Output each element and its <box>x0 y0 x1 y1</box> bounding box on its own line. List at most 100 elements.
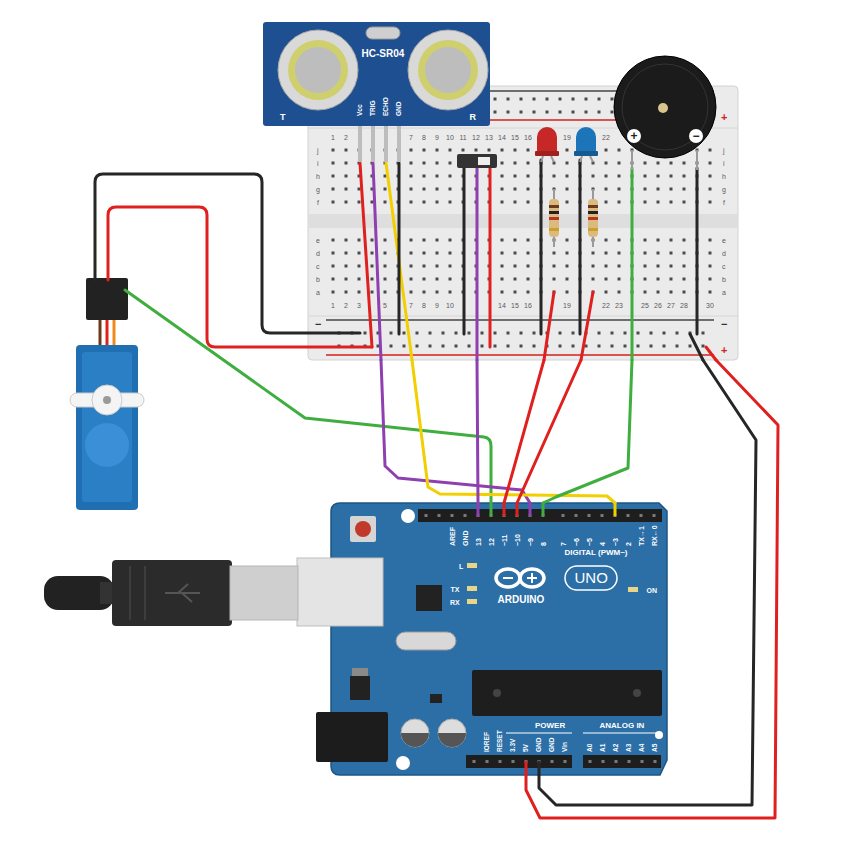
status-led <box>467 586 477 591</box>
brand-name: ARDUINO <box>498 594 545 606</box>
resistor-symbol <box>588 199 598 237</box>
chip-dot <box>493 689 501 697</box>
column-number: 7 <box>409 301 413 310</box>
pin-label: RESET <box>496 730 504 752</box>
model-name: UNO <box>575 569 608 587</box>
terminal-marker <box>627 129 641 143</box>
column-number: 11 <box>460 133 467 142</box>
pin-label: TRIG <box>369 100 377 116</box>
wire <box>542 503 545 515</box>
mounting-hole <box>401 509 415 523</box>
rail-line <box>326 354 714 356</box>
terminal-sign: + <box>631 129 638 144</box>
column-number: 9 <box>435 133 439 142</box>
breadboard-channel <box>308 214 738 228</box>
servo-body <box>76 345 138 510</box>
terminal-sign: − <box>693 129 700 144</box>
wire-connector <box>526 360 778 818</box>
column-number: 1 <box>331 133 335 142</box>
wire <box>108 207 372 347</box>
usb-plug <box>112 560 232 626</box>
pin-label: 12 <box>487 538 496 546</box>
pin-label: 5V <box>522 744 530 752</box>
led-leg <box>541 156 543 162</box>
column-number: 15 <box>511 301 519 310</box>
column-number: 10 <box>446 133 454 142</box>
transducer <box>278 30 358 110</box>
pin-label: IOREF <box>483 732 491 752</box>
wire <box>631 168 634 360</box>
usb-plug <box>144 566 146 620</box>
row-letter: d <box>316 249 320 258</box>
mounting-hole <box>396 756 410 770</box>
ic-chip <box>416 585 442 611</box>
column-number: 13 <box>485 133 493 142</box>
resistor-band <box>588 217 598 220</box>
ic-chip <box>430 694 442 703</box>
rail-sign: − <box>721 317 727 331</box>
transducer-ring <box>288 40 348 100</box>
wire <box>398 163 401 334</box>
module-name: HC-SR04 <box>362 48 405 60</box>
pin-label: A2 <box>612 744 620 752</box>
row-letter: j <box>317 146 319 155</box>
buzzer-ring <box>622 64 708 150</box>
logo <box>496 569 520 587</box>
led-rim <box>574 151 598 156</box>
wire <box>463 168 466 334</box>
column-number: 19 <box>563 301 571 310</box>
row-letter: i <box>723 159 725 168</box>
pin-label: TX→1 <box>637 526 646 546</box>
pin-label: Vin <box>561 742 569 752</box>
buzzer-body <box>614 56 716 158</box>
logo <box>531 573 533 583</box>
servo-face <box>82 352 132 502</box>
regulator <box>350 676 370 700</box>
wire <box>503 503 506 515</box>
column-number: 22 <box>602 133 610 142</box>
blue-led <box>576 127 596 154</box>
wire-connector <box>517 360 581 503</box>
column-number: 14 <box>498 133 506 142</box>
pin-label: ~5 <box>585 538 594 546</box>
led-label: L <box>459 562 463 571</box>
column-number: 22 <box>602 301 610 310</box>
section-label: POWER <box>535 721 565 731</box>
capacitor <box>438 733 466 747</box>
column-number: 16 <box>524 301 532 310</box>
column-number: 12 <box>472 133 480 142</box>
servo-gear <box>85 423 129 467</box>
pin-label: A4 <box>638 744 646 752</box>
capacitor <box>401 733 429 747</box>
resistor-band <box>549 205 559 208</box>
wire <box>579 160 582 334</box>
status-led <box>467 599 477 604</box>
rail-holes <box>333 327 710 353</box>
usb-icon <box>178 584 188 593</box>
rail-sign: + <box>721 110 727 124</box>
pin-label: ~11 <box>500 535 509 547</box>
servo-horn <box>92 385 122 415</box>
rail-divider <box>308 316 738 317</box>
rail-sign: + <box>721 343 727 357</box>
column-number: 19 <box>563 133 571 142</box>
servo-lead <box>106 318 109 348</box>
pin-header <box>418 509 558 522</box>
pin-label: AREF <box>448 527 457 546</box>
pin-label: 4 <box>598 542 607 546</box>
wire <box>706 347 716 360</box>
section-label: DIGITAL (PWM~) <box>565 548 628 558</box>
slide-switch <box>457 154 497 168</box>
led-leg <box>590 156 593 162</box>
row-letter: b <box>316 275 320 284</box>
usb-connector <box>230 566 298 620</box>
led-leg <box>580 156 582 162</box>
row-letter: j <box>723 146 725 155</box>
pin-label: 8 <box>539 542 548 546</box>
column-number: 2 <box>344 133 348 142</box>
row-letter: g <box>722 185 726 194</box>
row-letter: a <box>316 288 320 297</box>
transducer-label: T <box>280 112 286 123</box>
